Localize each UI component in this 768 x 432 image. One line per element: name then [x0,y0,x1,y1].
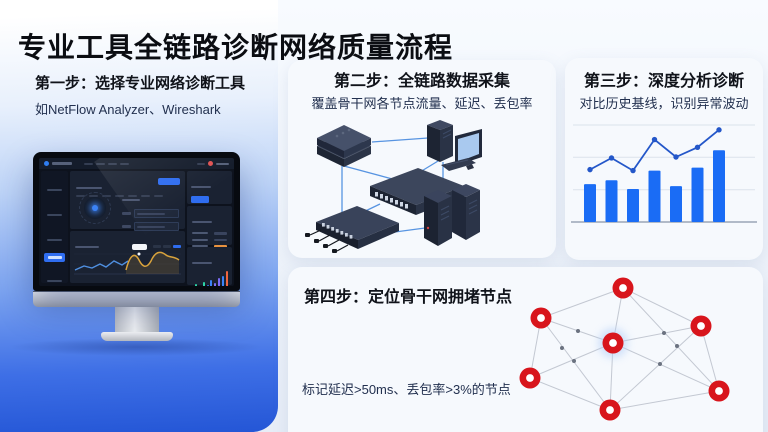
quick-action-button [191,196,209,203]
graph-edge [529,342,614,379]
dashboard-navbar [39,158,234,169]
relay-dot [658,362,662,366]
line-point [716,127,722,133]
dashboard-logo [44,161,49,166]
quick-actions-panel [187,171,232,231]
line-point [587,166,593,173]
pc-workstation-icon [427,120,482,171]
relay-dot [576,329,580,333]
bar [670,186,682,222]
server-towers-icon [424,184,480,246]
bar [605,180,618,222]
status-list-panel [187,206,232,261]
node-center [715,387,723,395]
step1-heading: 第一步：选择专业网络诊断工具 [35,75,246,92]
relay-dot [662,331,666,335]
panel-primary-button [158,178,180,185]
node-center [606,406,614,414]
sidebar-active-item [44,253,65,262]
network-devices-illustration [305,120,482,253]
step1-subtitle: 如NetFlow Analyzer、Wireshark [35,102,221,117]
chart-tooltip [132,244,147,250]
step3-card: 第三步：深度分析诊断 对比历史基线，识别异常波动 [565,58,763,260]
step2-heading: 第二步：全链路数据采集 [333,73,510,90]
analysis-bar-line-chart [571,124,757,223]
graph-edge [609,325,702,411]
line-point [630,167,636,174]
bar [691,167,704,222]
bar [648,170,661,222]
bar [584,184,596,222]
node-center [526,374,534,382]
traffic-line-chart [74,244,181,275]
router-icon [317,125,371,167]
dashboard-sidebar [41,171,68,283]
node-center [697,322,705,330]
line-point [608,155,615,161]
congestion-topology-graph [519,277,730,421]
step2-subtitle: 覆盖骨干网各节点流量、延迟、丢包率 [311,96,533,111]
access-switch-icon [305,206,399,253]
monitor-screen [39,158,234,286]
step4-card: 第四步：定位骨干网拥堵节点 标记延迟>50ms、丢包率>3%的节点 [288,267,763,432]
relay-dot [675,344,679,348]
step4-note: 标记延迟>50ms、丢包率>3%的节点 [302,382,511,397]
cable-plugs [305,233,337,253]
switch-ports [375,192,408,209]
dashboard-traffic-panel [70,231,185,283]
notification-dot [208,161,213,166]
step4-heading: 第四步：定位骨干网拥堵节点 [304,289,513,306]
line-point [673,154,679,160]
trend-line [589,129,720,172]
monitor-chin [33,291,240,307]
mini-bar-chart [187,271,232,286]
relay-dot [572,359,576,363]
network-dashboard [39,158,234,286]
graph-edge [622,287,702,327]
graph-edge [529,377,611,411]
graph-edge [609,390,720,411]
node-center [537,314,545,322]
page-title: 专业工具全链路诊断网络质量流程 [18,31,454,63]
graph-edge [622,287,720,392]
monitor-illustration [33,152,240,341]
graph-edge [700,325,720,392]
bar [627,189,639,222]
dashboard-main-panel [70,171,185,255]
graph-edge [540,287,624,319]
mini-bar-chart-panel [187,247,232,286]
step3-subtitle: 对比历史基线，识别异常波动 [579,96,749,111]
line-point [694,144,701,151]
switch-port-row [322,223,353,239]
node-center [609,339,617,347]
node-center [619,284,627,292]
patch-cables [309,229,349,252]
gauge [79,192,111,224]
graph-edge [540,317,611,411]
monitor-stand-base [100,332,173,341]
step2-card: 第二步：全链路数据采集 覆盖骨干网各节点流量、延迟、丢包率 [288,60,556,258]
graph-edge [612,342,720,392]
bar [713,150,725,222]
step3-heading: 第三步：深度分析诊断 [583,73,744,90]
monitor-shadow [8,338,264,356]
monitor-stand-neck [114,307,159,333]
relay-dot [560,346,564,350]
line-point [651,136,658,143]
monitor-bezel [33,152,240,291]
